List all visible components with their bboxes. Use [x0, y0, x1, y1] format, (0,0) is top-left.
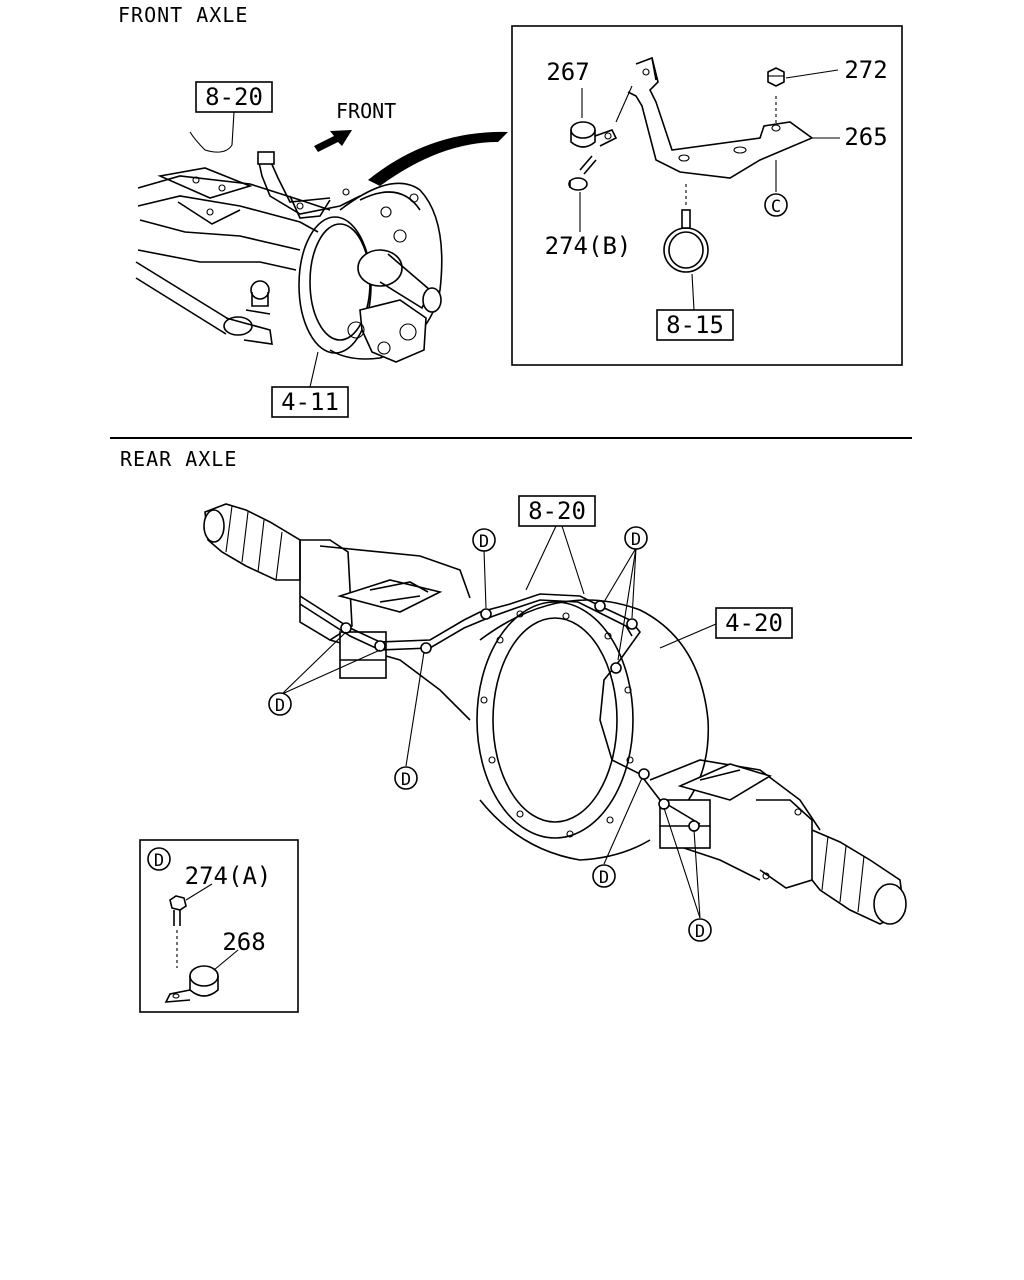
- front-backing-plate-ref[interactable]: 4-11: [271, 386, 349, 418]
- clip-267-drawing: [570, 85, 633, 148]
- front-direction-indicator: FRONT: [314, 99, 396, 152]
- leader-274a: [185, 883, 213, 901]
- part-274b-label[interactable]: 274(B): [545, 232, 632, 260]
- part-265-label[interactable]: 265: [844, 123, 887, 151]
- front-axle-drawing: [135, 151, 443, 363]
- front-backing-plate-ref-label: 4-11: [281, 388, 339, 416]
- part-274a-label[interactable]: 274(A): [185, 862, 272, 890]
- front-brake-pipe-ref-label: 8-20: [205, 83, 263, 111]
- front-direction-label: FRONT: [336, 99, 396, 123]
- d-inset-marker-label: D: [154, 851, 164, 871]
- marker-d-6[interactable]: [688, 918, 712, 942]
- marker-d-5-label: D: [599, 868, 609, 888]
- rear-axle-case-ref[interactable]: 4-20: [715, 607, 793, 639]
- bolt-274a-drawing: [169, 895, 187, 968]
- rear-brake-pipe-ref-label: 8-20: [528, 497, 586, 525]
- rear-clip-callouts: D D D D D D: [268, 526, 712, 942]
- part-267-label[interactable]: 267: [546, 58, 589, 86]
- marker-c: C: [764, 193, 788, 217]
- rear-axle-title: REAR AXLE: [120, 447, 237, 471]
- bracket-265-drawing: [627, 56, 814, 179]
- marker-d-4-label: D: [401, 770, 411, 790]
- inset-pointer-arrow: [368, 131, 508, 186]
- part-272-label[interactable]: 272: [844, 56, 887, 84]
- marker-c-label: C: [771, 197, 781, 217]
- front-brake-pipe-ref[interactable]: 8-20: [195, 81, 273, 113]
- d-detail-inset: [139, 839, 299, 1013]
- front-pipe-leader: [189, 111, 235, 153]
- marker-d-3-label: D: [275, 696, 285, 716]
- inset-clip-ref[interactable]: 8-15: [656, 309, 734, 341]
- marker-d-4[interactable]: [394, 766, 418, 790]
- marker-d-2-label: D: [631, 530, 641, 550]
- front-axle-title: FRONT AXLE: [118, 3, 248, 27]
- rear-axle-drawing: [203, 503, 907, 925]
- backing-plate-leader: [309, 351, 319, 388]
- marker-d-6-label: D: [695, 922, 705, 942]
- marker-d-3[interactable]: [268, 692, 292, 716]
- rear-pipe-leader-right: [561, 525, 585, 595]
- clip-268-drawing: [164, 965, 219, 1003]
- rear-axle-case-ref-label: 4-20: [725, 609, 783, 637]
- marker-d-1-label: D: [479, 532, 489, 552]
- marker-d-1[interactable]: [472, 528, 496, 552]
- inset-clip-ref-label: 8-15: [666, 311, 724, 339]
- leader-268: [213, 949, 239, 971]
- d-inset-marker: D: [147, 847, 171, 871]
- axle-case-leader: [659, 623, 717, 649]
- clip-8-15-drawing: [663, 184, 709, 273]
- marker-d-5[interactable]: [592, 864, 616, 888]
- marker-d-2[interactable]: [624, 526, 648, 550]
- nut-272-drawing: [767, 67, 785, 87]
- leader-272: [785, 69, 839, 79]
- leader-8-15: [691, 273, 695, 311]
- front-arrow-icon: [314, 130, 352, 152]
- bolt-274b-drawing: [568, 155, 597, 191]
- rear-brake-pipe-ref[interactable]: 8-20: [518, 495, 596, 527]
- part-268-label[interactable]: 268: [222, 928, 265, 956]
- front-detail-inset: [511, 25, 903, 366]
- rear-pipe-leader-left: [525, 525, 557, 591]
